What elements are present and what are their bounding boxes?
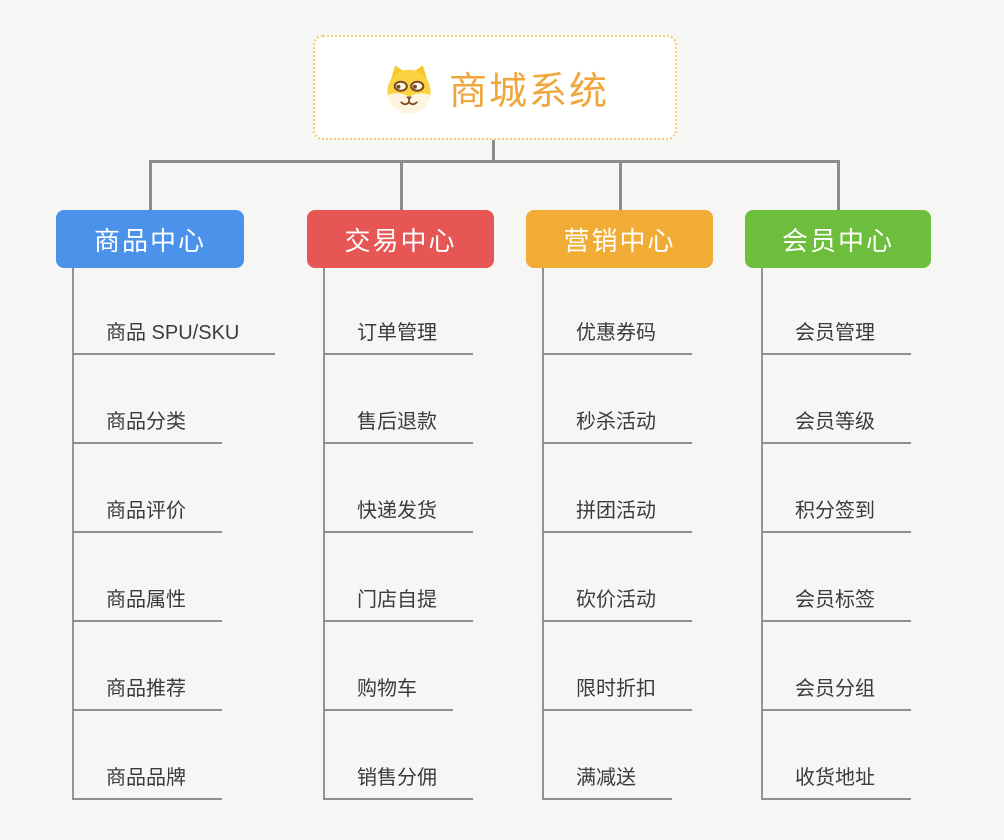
root-label: 商城系统: [448, 71, 609, 113]
leaf-node[interactable]: 会员标签: [761, 587, 911, 622]
leaf-node[interactable]: 商品评价: [72, 498, 222, 533]
leaf-node[interactable]: 满减送: [542, 765, 672, 800]
leaf-node[interactable]: 限时折扣: [542, 676, 692, 711]
connector-branch-drop: [837, 160, 840, 210]
connector-branch-drop: [149, 160, 152, 210]
branch-node[interactable]: 交易中心: [307, 210, 494, 268]
branch-trunk-line: [542, 268, 544, 799]
branch-trunk-line: [323, 268, 325, 799]
leaf-node[interactable]: 积分签到: [761, 498, 911, 533]
root-node[interactable]: 商城系统: [313, 35, 677, 140]
branch-trunk-line: [761, 268, 763, 799]
branch-node[interactable]: 商品中心: [56, 210, 244, 268]
leaf-node[interactable]: 商品品牌: [72, 765, 222, 800]
leaf-node[interactable]: 秒杀活动: [542, 409, 692, 444]
leaf-node[interactable]: 售后退款: [323, 409, 473, 444]
branch-node[interactable]: 营销中心: [526, 210, 713, 268]
leaf-node[interactable]: 优惠券码: [542, 320, 692, 355]
leaf-node[interactable]: 收货地址: [761, 765, 911, 800]
leaf-node[interactable]: 拼团活动: [542, 498, 692, 533]
leaf-node[interactable]: 商品推荐: [72, 676, 222, 711]
leaf-node[interactable]: 购物车: [323, 676, 453, 711]
leaf-node[interactable]: 会员管理: [761, 320, 911, 355]
shiba-dog-icon: [387, 64, 431, 113]
leaf-node[interactable]: 商品属性: [72, 587, 222, 622]
branch-node[interactable]: 会员中心: [745, 210, 931, 268]
connector-root-drop: [492, 140, 495, 163]
connector-bus: [149, 160, 840, 163]
connector-branch-drop: [619, 160, 622, 210]
leaf-node[interactable]: 会员分组: [761, 676, 911, 711]
leaf-node[interactable]: 商品 SPU/SKU: [72, 320, 276, 355]
leaf-node[interactable]: 门店自提: [323, 587, 473, 622]
leaf-node[interactable]: 销售分佣: [323, 765, 473, 800]
leaf-node[interactable]: 订单管理: [323, 320, 473, 355]
leaf-node[interactable]: 会员等级: [761, 409, 911, 444]
leaf-node[interactable]: 砍价活动: [542, 587, 692, 622]
branch-trunk-line: [72, 268, 74, 799]
connector-branch-drop: [400, 160, 403, 210]
leaf-node[interactable]: 商品分类: [72, 409, 222, 444]
leaf-node[interactable]: 快递发货: [323, 498, 473, 533]
